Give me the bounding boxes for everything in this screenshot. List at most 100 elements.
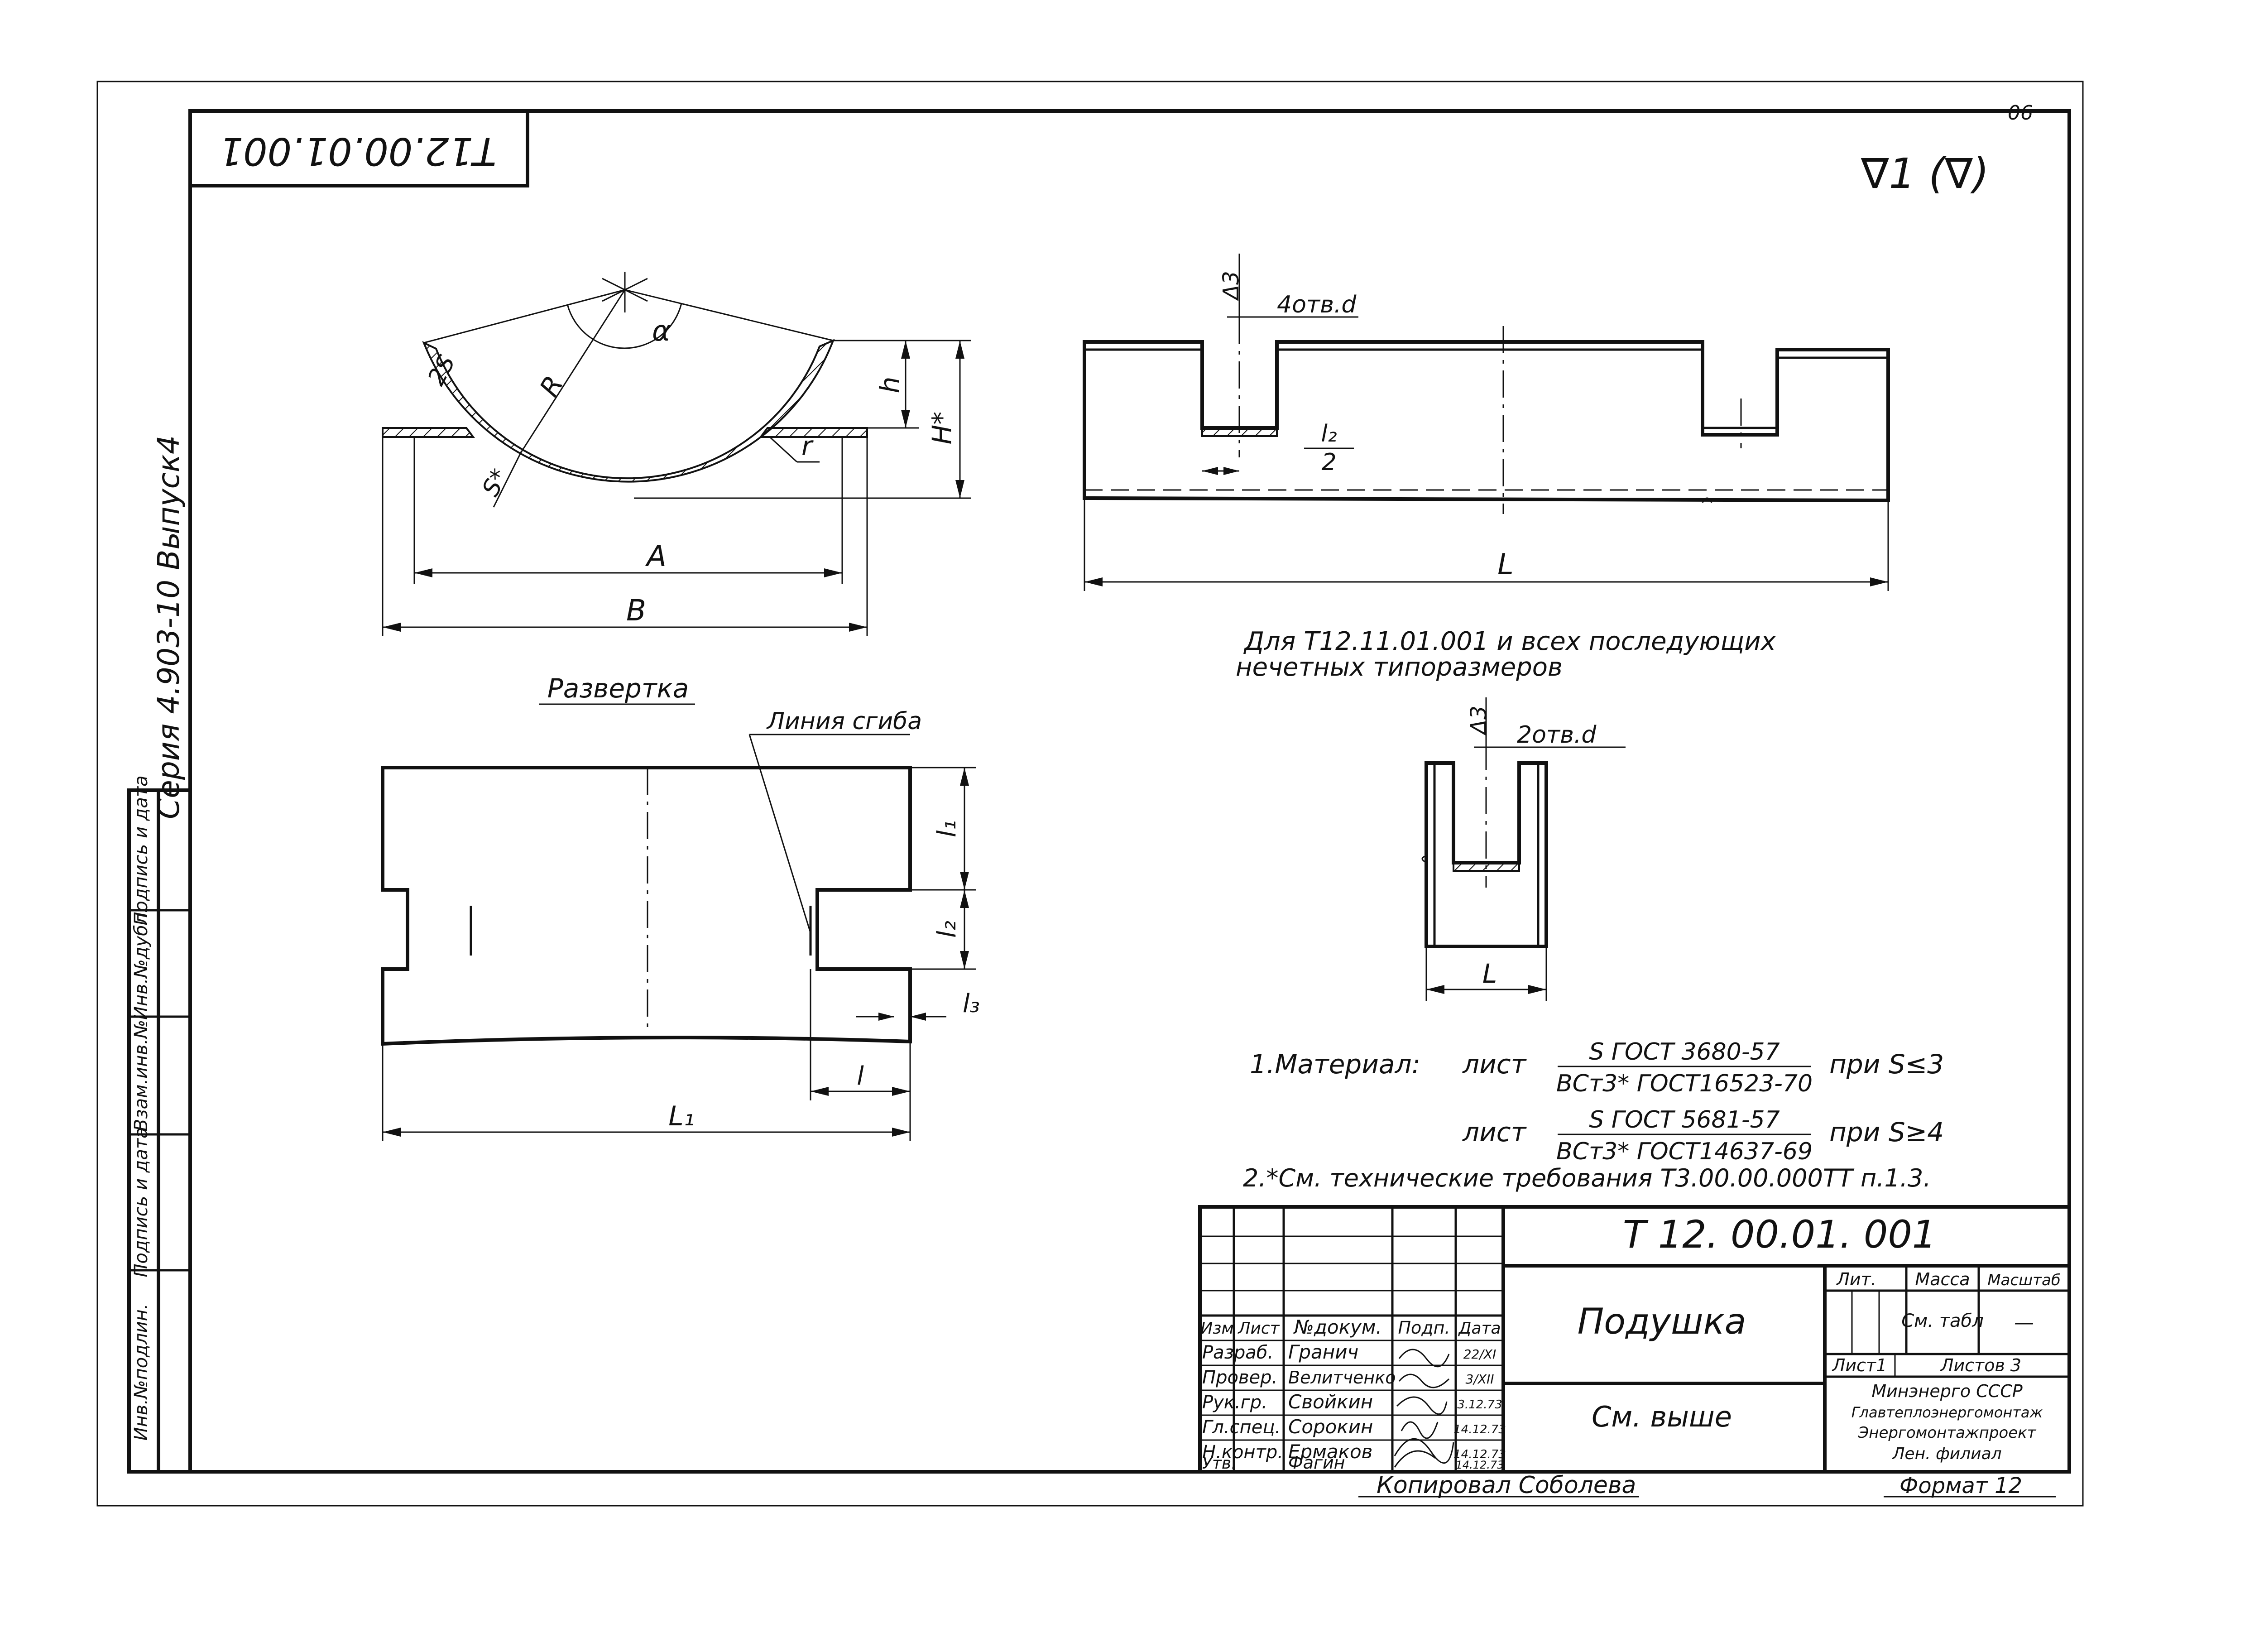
odd-outline — [1425, 761, 1548, 948]
section-view: A B h H* R r 2S S* α — [382, 272, 971, 636]
holes-4-label: 4отв.d — [1277, 291, 1357, 318]
stamp-cell-2: Подпись и дата — [131, 1127, 152, 1277]
doc-code-box — [188, 109, 529, 187]
odd-note-line1: Для Т12.11.01.001 и всех последующих — [1243, 627, 1776, 656]
development-outline — [381, 766, 912, 1046]
delta3-label-front: Δ3 — [1218, 271, 1244, 301]
tb-role-5: Утв. — [1202, 1454, 1237, 1473]
odd-note-line2: нечетных типоразмеров — [1236, 653, 1563, 682]
tb-date-4: 14.12.73 — [1453, 1448, 1506, 1461]
tb-col-date: Дата — [1458, 1319, 1501, 1338]
tb-designation: Т 12. 00.01. 001 — [1623, 1212, 1937, 1257]
note-2: 2.*См. технические требования Т3.00.00.0… — [1243, 1164, 1931, 1192]
development-view: Развертка Линия сгиба l₁ l₂ l₃ l — [381, 673, 980, 1141]
frac-l2-den: 2 — [1321, 449, 1336, 476]
material-notes: 1.Материал: лист S ГОСТ 3680-57 ВСт3* ГО… — [1243, 1038, 1944, 1192]
thickness-s-label: S* — [477, 465, 514, 501]
front-outline — [1083, 340, 1890, 503]
tb-sheet: Лист1 — [1832, 1355, 1887, 1375]
tb-sheets: Листов 3 — [1940, 1355, 2021, 1375]
tb-name-1: Велитченко — [1288, 1368, 1396, 1388]
dim-l-small-label: l — [857, 1061, 864, 1091]
dim-l-label: L — [1497, 548, 1514, 581]
tb-role-3: Гл.спец. — [1202, 1417, 1281, 1438]
material-cond-1: при S≤3 — [1829, 1049, 1944, 1080]
angle-alpha-label: α — [652, 314, 671, 347]
tb-name-3: Сорокин — [1288, 1416, 1373, 1438]
tb-col-doc: №докум. — [1293, 1316, 1382, 1338]
tb-org-2: Главтеплоэнергомонтаж — [1851, 1404, 2043, 1421]
tb-date-3: 14.12.73 — [1453, 1423, 1506, 1436]
tb-name-4: Ермаков — [1288, 1441, 1372, 1463]
stamp-cell-3: Взам.инв.№ — [131, 1020, 152, 1131]
doc-code-rotated: Т12.00.01.001 — [219, 129, 496, 173]
tb-role-2: Рук.гр. — [1202, 1392, 1267, 1413]
dim-l1-small-label: l₁ — [932, 820, 962, 837]
tb-col-sign: Подп. — [1398, 1318, 1450, 1338]
material-frac1-top: S ГОСТ 3680-57 — [1589, 1038, 1780, 1066]
tb-org-3: Энергомонтажпроект — [1858, 1424, 2037, 1442]
base-plate-right — [759, 427, 868, 438]
dim-l1-label: L₁ — [668, 1100, 694, 1132]
inner-frame — [188, 109, 2071, 1474]
odd-size-view: L Δ3 2отв.d — [1421, 697, 1626, 1001]
signature-marks — [1394, 1349, 1454, 1468]
tb-lit: Лит. — [1836, 1269, 1876, 1289]
material-label: 1.Материал: — [1250, 1049, 1420, 1080]
material-frac2-bottom: ВСт3* ГОСТ14637-69 — [1556, 1138, 1813, 1165]
material-sheet-2: лист — [1462, 1117, 1527, 1148]
development-title: Развертка — [547, 673, 689, 704]
tb-date-5: 14.12.73 — [1456, 1459, 1504, 1471]
dim-l-odd-label: L — [1482, 958, 1497, 989]
tb-date-1: 3/XII — [1466, 1372, 1494, 1387]
delta3-label-odd: Δ3 — [1466, 706, 1492, 736]
saddle-shell — [422, 339, 835, 483]
radius-label: R — [533, 370, 569, 402]
dim-h-label: h — [874, 377, 905, 394]
dim-a-label: A — [645, 540, 667, 573]
material-cond-2: при S≥4 — [1829, 1117, 1944, 1148]
copied-by: Копировал Соболева — [1377, 1472, 1636, 1499]
tb-org-1: Минэнерго СССР — [1871, 1381, 2022, 1401]
tb-name-0: Гранич — [1288, 1341, 1358, 1363]
material-frac2-top: S ГОСТ 5681-57 — [1589, 1106, 1780, 1133]
small-radius-label: r — [801, 431, 814, 461]
series-label: Серия 4.903-10 Выпуск4 — [151, 435, 186, 819]
tb-mass-value: См. табл — [1901, 1311, 1984, 1331]
dim-l2-small-label: l₂ — [932, 921, 962, 938]
outer-frame — [96, 81, 2084, 1507]
tb-mass: Масса — [1915, 1269, 1970, 1289]
tb-scale-value: — — [2014, 1311, 2034, 1334]
tb-col-list: Лист — [1237, 1319, 1280, 1338]
tb-col-izm: Изм — [1200, 1319, 1233, 1338]
page-number: 90 — [2008, 100, 2033, 123]
bend-line-label: Линия сгиба — [766, 708, 922, 735]
frac-l2-num: l₂ — [1321, 420, 1337, 447]
holes-2-label: 2отв.d — [1517, 721, 1597, 749]
roughness-mark: ∇1 (∇) — [1861, 149, 1989, 198]
title-block: Изм Лист №докум. Подп. Дата Разраб. Гран… — [1198, 1205, 2071, 1474]
front-view: L Δ3 4отв.d l₂ 2 — [1083, 254, 1890, 591]
stamp-cell-5: Подпись и дата — [131, 775, 152, 925]
stamp-cell-4: Инв.№дубл. — [131, 908, 152, 1020]
material-frac1-bottom: ВСт3* ГОСТ16523-70 — [1556, 1070, 1813, 1097]
base-plate-left — [382, 427, 475, 438]
tb-part-name: Подушка — [1578, 1301, 1746, 1342]
dim-b-label: B — [626, 594, 646, 628]
tb-role-4: Н.контр. — [1202, 1442, 1283, 1463]
tb-date-2: 3.12.73 — [1457, 1398, 1502, 1412]
tb-scale: Масштаб — [1987, 1271, 2061, 1289]
format-label: Формат 12 — [1899, 1473, 2022, 1498]
tb-role-1: Провер. — [1202, 1367, 1277, 1388]
tb-role-0: Разраб. — [1202, 1342, 1273, 1363]
tb-org-4: Лен. филиал — [1891, 1445, 2001, 1463]
dim-l3-small-label: l₃ — [963, 989, 980, 1018]
tb-date-0: 22/XI — [1463, 1347, 1497, 1362]
tb-name-5: Фагин — [1288, 1453, 1345, 1473]
tb-material: См. выше — [1592, 1400, 1732, 1433]
tb-name-2: Свойкин — [1288, 1391, 1373, 1413]
material-sheet-1: лист — [1462, 1049, 1527, 1080]
stamp-cell-1: Инв.№подлин. — [131, 1304, 152, 1441]
dim-h-star-label: H* — [926, 412, 957, 445]
